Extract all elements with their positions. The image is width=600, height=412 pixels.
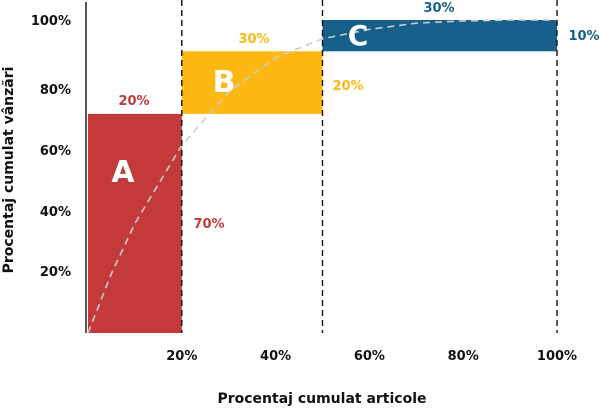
x-tick-label: 60%: [354, 349, 385, 364]
y-tick-label: 60%: [40, 144, 71, 159]
x-axis-label: Procentaj cumulat articole: [217, 391, 426, 407]
width-label-B: 30%: [238, 32, 269, 47]
y-tick-label: 100%: [31, 14, 71, 29]
x-tick-label: 100%: [537, 349, 577, 364]
cumulative-curve: [87, 19, 557, 334]
y-tick-label: 80%: [40, 83, 71, 98]
width-label-C: 30%: [423, 1, 454, 16]
x-tick-label: 20%: [166, 349, 197, 364]
segment-name-C: C: [348, 19, 369, 52]
height-label-A: 70%: [193, 217, 224, 232]
height-label-C: 10%: [568, 29, 599, 44]
y-tick-label: 20%: [40, 265, 71, 280]
y-tick-label: 40%: [40, 205, 71, 220]
x-tick-label: 80%: [448, 349, 479, 364]
bar-A: [88, 113, 182, 334]
width-label-A: 20%: [118, 94, 149, 109]
segment-name-A: A: [111, 155, 135, 190]
bar-B: [181, 51, 323, 114]
bar-C: [322, 20, 557, 52]
segment-name-B: B: [213, 65, 236, 100]
height-label-B: 20%: [332, 79, 363, 94]
y-axis-label: Procentaj cumulat vânzări: [1, 67, 17, 274]
x-tick-label: 40%: [260, 349, 291, 364]
